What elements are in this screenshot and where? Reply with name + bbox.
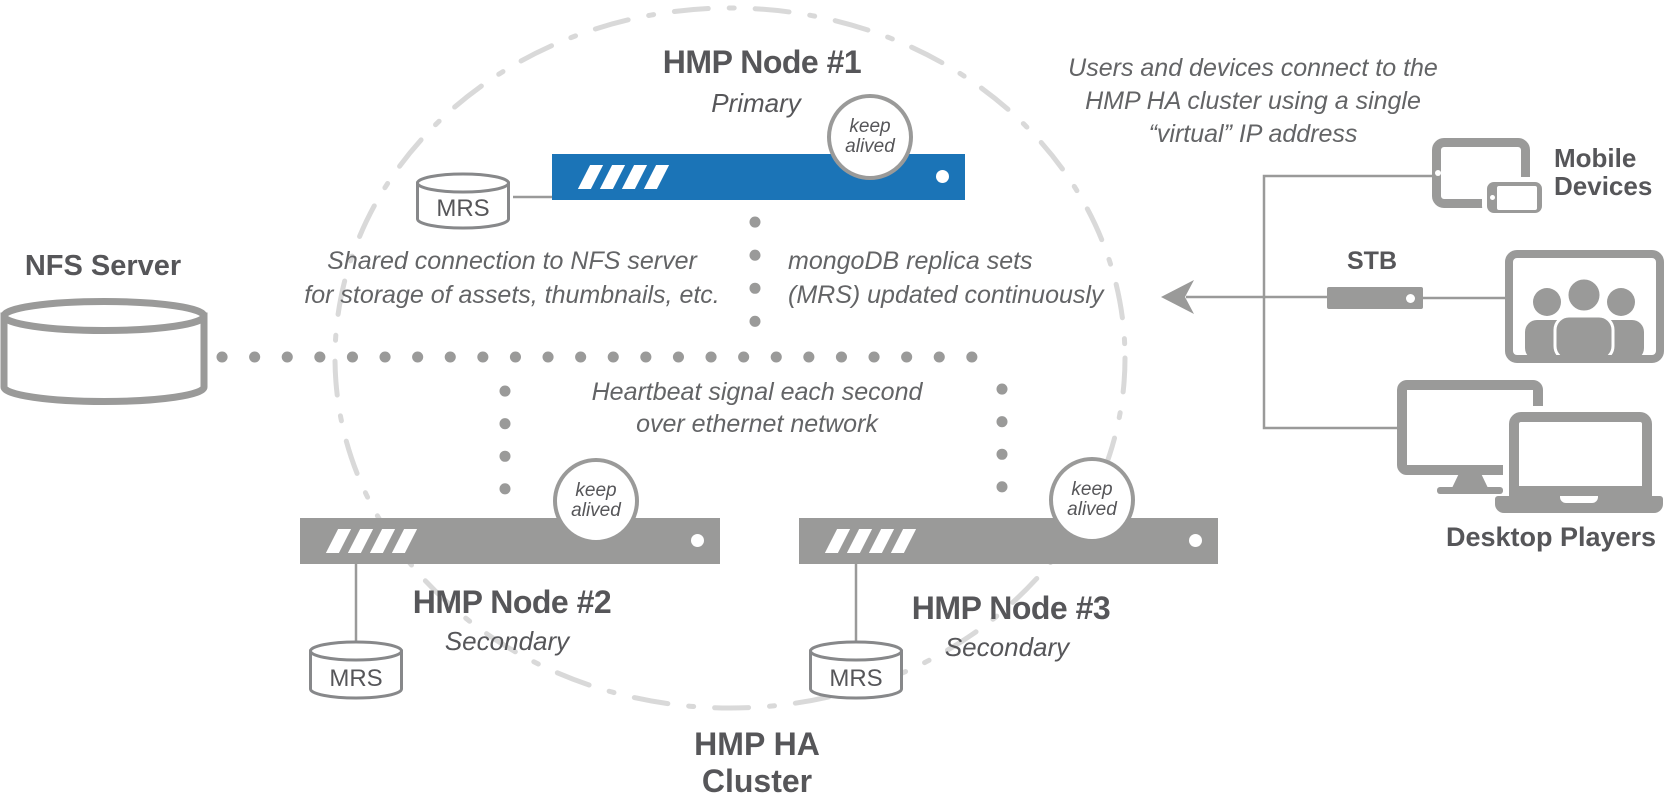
- vent-slashes-icon: [325, 529, 418, 553]
- slash: [391, 529, 418, 553]
- left-arrowhead-icon: [1161, 280, 1194, 314]
- hmp-node2-title: HMP Node #2: [412, 584, 612, 620]
- note-line: mongoDB replica sets: [788, 247, 1033, 275]
- node3-server-bar-icon: [799, 518, 1218, 564]
- slash: [868, 529, 895, 553]
- label-line: Mobile: [1554, 143, 1637, 173]
- node3-keepalived-badge: keep alived: [1049, 457, 1135, 543]
- laptop-screen-icon: [1509, 412, 1652, 496]
- note-line: Heartbeat signal each second: [591, 378, 923, 406]
- slash: [621, 165, 648, 189]
- laptop-base-icon: [1495, 496, 1663, 513]
- tv-audience-icon: [1505, 250, 1664, 363]
- phone-screen: [1497, 185, 1537, 210]
- note-line: Shared connection to NFS server: [327, 247, 697, 275]
- audience-silhouettes: [1525, 276, 1644, 355]
- badge-text: keep: [849, 116, 891, 137]
- slash: [577, 165, 604, 189]
- caption-line: Cluster: [701, 763, 813, 799]
- note-line: “virtual” IP address: [1148, 120, 1358, 148]
- node2-keepalived-badge: keep alived: [553, 458, 639, 544]
- phone-home-button-icon: [1490, 195, 1495, 200]
- phone-icon: [1487, 182, 1542, 213]
- note-line: Users and devices connect to the: [1068, 54, 1438, 82]
- tablet-home-button-icon: [1434, 170, 1441, 176]
- note-line: HMP HA cluster using a single: [1085, 87, 1421, 115]
- badge-text: keep: [1071, 479, 1113, 500]
- slash: [846, 529, 873, 553]
- mrs-label: MRS: [436, 195, 490, 222]
- hmp-node3-title: HMP Node #3: [911, 590, 1111, 626]
- cylinder-shape: [416, 172, 510, 230]
- cylinder-shape: [309, 640, 403, 700]
- slash: [824, 529, 851, 553]
- note-line: for storage of assets, thumbnails, etc.: [304, 281, 720, 309]
- slash: [643, 165, 670, 189]
- badge-text: keep: [575, 480, 617, 501]
- stb-led-icon: [1406, 293, 1415, 303]
- hmp-node1-role: Primary: [711, 88, 801, 118]
- desktop-players-label: Desktop Players: [1445, 522, 1657, 552]
- caption-line: HMP HA: [694, 726, 820, 762]
- node2-mrs-cylinder-icon: MRS: [308, 640, 404, 700]
- slash: [890, 529, 917, 553]
- laptop-notch: [1560, 496, 1598, 503]
- slash: [325, 529, 352, 553]
- nfs-cylinder-icon: [0, 298, 208, 406]
- cylinder-shape: [809, 640, 903, 700]
- cluster-boundary-ellipse: [332, 5, 1128, 711]
- hmp-node3-role: Secondary: [944, 632, 1070, 662]
- mrs-label: MRS: [829, 665, 883, 692]
- vent-slashes-icon: [577, 165, 670, 189]
- note-line: over ethernet network: [636, 410, 878, 438]
- mrs-label: MRS: [329, 665, 383, 692]
- monitor-stand-icon: [1452, 473, 1488, 488]
- stb-label: STB: [1347, 247, 1397, 275]
- note-line: (MRS) updated continuously: [788, 281, 1104, 309]
- mobile-devices-label: Mobile Devices: [1554, 144, 1652, 200]
- label-line: Devices: [1554, 171, 1653, 201]
- devices-bracket-line: [1262, 174, 1432, 430]
- server-led-icon: [1189, 534, 1202, 547]
- node3-mrs-cylinder-icon: MRS: [808, 640, 904, 700]
- vent-slashes-icon: [824, 529, 917, 553]
- monitor-base-icon: [1437, 487, 1503, 494]
- server-led-icon: [691, 534, 704, 547]
- node2-server-bar-icon: [300, 518, 720, 564]
- stb-icon: [1327, 287, 1423, 309]
- cylinder-shape: [0, 298, 208, 405]
- shared-connection-note: Shared connection to NFS server for stor…: [304, 244, 719, 312]
- server-led-icon: [936, 170, 949, 183]
- slash: [369, 529, 396, 553]
- badge-text: alived: [571, 500, 621, 521]
- badge-text: alived: [1067, 499, 1117, 520]
- node1-keepalived-badge: keep alived: [827, 94, 913, 180]
- hmp-node1-title: HMP Node #1: [662, 44, 862, 80]
- nfs-server-label: NFS Server: [24, 250, 182, 282]
- heartbeat-note: Heartbeat signal each second over ethern…: [592, 376, 923, 440]
- slash: [347, 529, 374, 553]
- cluster-caption: HMP HA Cluster: [694, 726, 820, 800]
- mongodb-replica-note: mongoDB replica sets (MRS) updated conti…: [788, 244, 1103, 312]
- virtual-ip-note: Users and devices connect to the HMP HA …: [1068, 52, 1438, 151]
- slash: [599, 165, 626, 189]
- hmp-node2-role: Secondary: [444, 626, 570, 656]
- badge-text: alived: [845, 136, 895, 157]
- node1-mrs-cylinder-icon: MRS: [415, 172, 511, 230]
